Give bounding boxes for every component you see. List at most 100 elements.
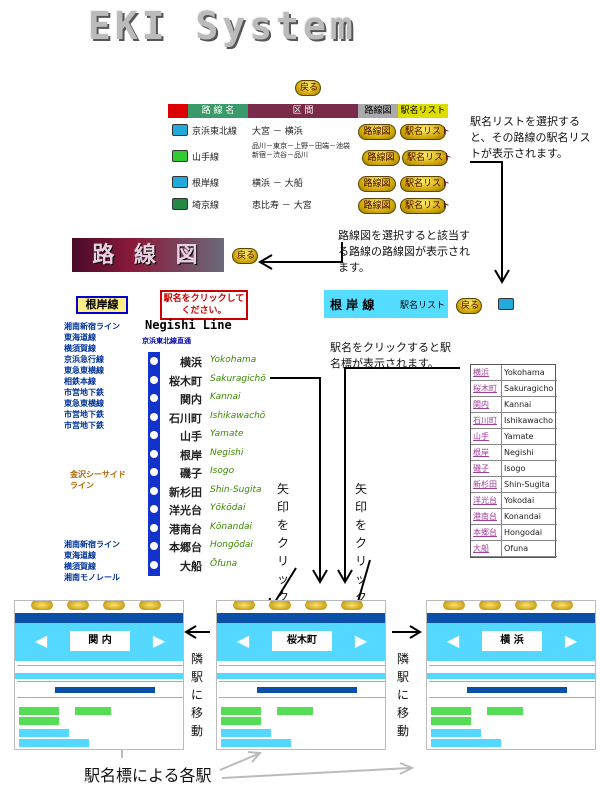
panel-button[interactable] (341, 601, 363, 610)
line-name[interactable]: 山手線 (192, 153, 220, 163)
connection-label: 市営地下鉄 (64, 388, 104, 397)
prev-station-arrow[interactable]: ◀ (34, 631, 48, 650)
prev-station-arrow[interactable]: ◀ (236, 631, 250, 650)
panel-button[interactable] (67, 601, 89, 610)
map-button[interactable]: 路線図 (362, 150, 400, 166)
route-station-name[interactable]: 山手 (180, 430, 202, 443)
station-list-kanji[interactable]: 洋光台 (473, 496, 497, 505)
back-button-top[interactable]: 戻る (295, 80, 321, 96)
panel-button[interactable] (551, 601, 573, 610)
panel-bar (19, 729, 69, 737)
station-list-kanji[interactable]: 港南台 (473, 512, 497, 521)
station-dot (150, 412, 158, 421)
route-station-name[interactable]: 本郷台 (169, 541, 202, 554)
table-header: 路 線 名 区 間 路線図 駅名リスト (168, 104, 448, 118)
route-station-name[interactable]: 根岸 (180, 448, 202, 462)
panel-divider (429, 697, 595, 703)
panel-bar (19, 739, 89, 747)
station-dot (150, 560, 158, 569)
list-button[interactable]: 駅名リスト (400, 198, 450, 214)
panel-button[interactable] (269, 601, 291, 610)
route-station-name[interactable]: 関内 (180, 393, 202, 406)
panel-button[interactable] (233, 601, 255, 610)
route-station-name[interactable]: 大船 (180, 559, 202, 573)
route-station-romaji: Isogo (210, 466, 235, 476)
panel-bar (431, 717, 471, 725)
panel-bar (277, 707, 313, 715)
list-button[interactable]: 駅名リスト (400, 124, 450, 140)
train-icon (172, 198, 188, 210)
back-button-list[interactable]: 戻る (456, 298, 482, 314)
station-list-kanji[interactable]: 本郷台 (473, 528, 497, 537)
panel-bar (15, 673, 183, 679)
map-button[interactable]: 路線図 (358, 124, 396, 140)
panel-button[interactable] (139, 601, 161, 610)
vertical-char: ク (354, 536, 367, 550)
station-dot (150, 431, 158, 439)
route-station-name[interactable]: 洋光台 (169, 504, 202, 517)
station-list-kanji[interactable]: 新杉田 (473, 480, 497, 489)
route-station-name[interactable]: 港南台 (169, 522, 202, 536)
panel-button[interactable] (479, 601, 501, 610)
route-station-name[interactable]: 横浜 (180, 356, 202, 369)
route-station-name[interactable]: 桜木町 (169, 374, 202, 388)
move-adjacent-note-right: 隣駅に移動 (396, 650, 410, 740)
station-list-kanji[interactable]: 大船 (473, 544, 489, 553)
station-list-kanji[interactable]: 根岸 (473, 448, 489, 457)
route-station-name[interactable]: 新杉田 (169, 485, 202, 499)
route-station-romaji: Ishikawachō (210, 410, 266, 421)
panel-button[interactable] (103, 601, 125, 610)
panel-header (217, 613, 385, 623)
vertical-char: に (190, 688, 203, 702)
vertical-char: 隣 (396, 652, 409, 666)
station-list-kanji[interactable]: 山手 (473, 432, 489, 441)
next-station-arrow[interactable]: ▶ (152, 631, 166, 650)
vertical-char: 移 (190, 706, 203, 720)
panel-button[interactable] (31, 601, 53, 610)
line-name[interactable]: 根岸線 (192, 179, 220, 189)
panel-divider (219, 681, 385, 687)
station-list-kanji[interactable]: 磯子 (473, 464, 489, 473)
map-button[interactable]: 路線図 (358, 176, 396, 192)
panel-button[interactable] (515, 601, 537, 610)
train-icon (172, 124, 188, 136)
panel-button[interactable] (305, 601, 327, 610)
panel-button[interactable] (443, 601, 465, 610)
vertical-char: リ (276, 554, 289, 568)
route-station-romaji: Yōkōdai (210, 503, 246, 513)
station-list-kanji[interactable]: 桜木町 (473, 384, 497, 393)
prev-station-arrow[interactable]: ◀ (446, 631, 460, 650)
next-station-arrow[interactable]: ▶ (564, 631, 578, 650)
list-button[interactable]: 駅名リスト (400, 176, 450, 192)
header-line-name: 路 線 名 (188, 104, 248, 118)
map-button[interactable]: 路線図 (358, 198, 396, 214)
station-list-kanji[interactable]: 石川町 (473, 416, 497, 425)
line-name[interactable]: 埼京線 (192, 201, 220, 211)
panel-bar (487, 707, 523, 715)
route-station-name[interactable]: 石川町 (169, 411, 202, 425)
station-list-kanji[interactable]: 関内 (473, 400, 489, 409)
note-select-list: 駅名リストを選択すると、その路線の駅名リストが表示されます。 (470, 115, 591, 160)
route-station-romaji: Ōfuna (210, 558, 238, 569)
connection-label: ライン (70, 481, 94, 490)
line-name[interactable]: 京浜東北線 (192, 127, 238, 137)
map-banner: 路 線 図 (72, 238, 224, 272)
next-station-arrow[interactable]: ▶ (354, 631, 368, 650)
station-sign-panel: ◀関 内▶ (14, 600, 184, 750)
route-station-name[interactable]: 磯子 (180, 467, 202, 480)
station-list-kanji[interactable]: 横浜 (473, 368, 489, 377)
back-button-map[interactable]: 戻る (232, 248, 258, 264)
list-button[interactable]: 駅名リスト (402, 150, 452, 166)
